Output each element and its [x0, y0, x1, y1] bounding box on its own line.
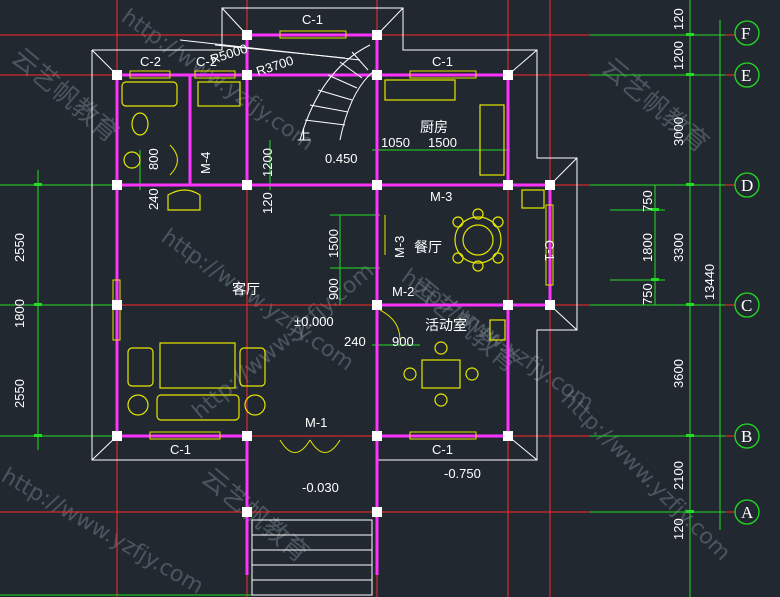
sofa — [156, 394, 240, 421]
axis-label-d: D — [741, 176, 753, 195]
door-code: M-4 — [198, 152, 213, 174]
cabinet — [521, 189, 545, 209]
cabinet — [489, 319, 506, 341]
watermark-url: http://www.yzfjy.com — [556, 387, 735, 566]
axis-label-c: C — [741, 296, 752, 315]
dim-label: 1500 — [326, 229, 341, 258]
window-code: C-1 — [302, 12, 323, 27]
level-floor: ±0.000 — [294, 314, 334, 329]
dim-label: 120 — [671, 518, 686, 540]
dim-label: 240 — [146, 188, 161, 210]
dim-label: 2550 — [12, 379, 27, 408]
dim-label: 750 — [640, 190, 655, 212]
watermark-brand: 云艺帆教育 — [596, 52, 715, 159]
dim-label: 750 — [640, 283, 655, 305]
door-code: M-3 — [392, 236, 407, 258]
kitchen-counter — [384, 79, 456, 101]
dim-label: 2550 — [12, 233, 27, 262]
level-outside: -0.750 — [444, 466, 481, 481]
dimension-ticks — [34, 33, 694, 513]
watermark-brand: 云艺帆教育 — [6, 42, 125, 149]
window-code: C-2 — [196, 54, 217, 69]
activity-table — [421, 359, 461, 389]
dim-label: 1200 — [260, 148, 275, 177]
room-label-dining: 餐厅 — [414, 240, 442, 256]
columns — [112, 30, 555, 517]
window-code: C-2 — [140, 54, 161, 69]
dim-label: 240 — [344, 334, 366, 349]
radius-label: R5000 — [208, 41, 249, 67]
chair — [167, 189, 201, 211]
dim-label: 900 — [392, 334, 414, 349]
dimension-lines — [0, 0, 725, 597]
axis-label-e: E — [741, 66, 751, 85]
dim-label: 1500 — [428, 135, 457, 150]
dim-label: 1050 — [381, 135, 410, 150]
vanity — [197, 81, 241, 107]
dim-label: 1800 — [12, 299, 27, 328]
room-label-living: 客厅 — [232, 281, 260, 298]
windows — [112, 30, 554, 440]
window-code: C-1 — [432, 54, 453, 69]
armchair — [239, 347, 266, 387]
dim-label: 800 — [146, 148, 161, 170]
window-code: C-1 — [542, 240, 557, 261]
door-code: M-1 — [305, 415, 327, 430]
furniture — [121, 79, 545, 421]
stair-up-label: 上 — [297, 128, 311, 144]
axis-label-b: B — [741, 427, 752, 446]
dim-label: 1200 — [671, 41, 686, 70]
kitchen-counter — [479, 104, 505, 176]
dim-label: 3000 — [671, 117, 686, 146]
side-table — [127, 394, 149, 416]
window-code: C-1 — [432, 442, 453, 457]
axis-label-a: A — [741, 503, 754, 522]
dim-label: 3600 — [671, 359, 686, 388]
door-swings — [169, 144, 401, 453]
side-table — [244, 394, 266, 416]
window-code: C-1 — [170, 442, 191, 457]
basin — [123, 151, 141, 169]
level-porch: -0.030 — [302, 480, 339, 495]
dim-label: 1800 — [640, 233, 655, 262]
room-label-activity: 活动室 — [425, 317, 467, 334]
door-code: M-2 — [392, 284, 414, 299]
watermark-url: http://www.yzfjy.com — [0, 464, 208, 597]
armchair — [127, 347, 154, 387]
bathtub — [121, 81, 178, 107]
toilet — [131, 112, 149, 136]
dining-table — [454, 216, 502, 264]
rug — [159, 342, 236, 389]
dim-label: 900 — [326, 278, 341, 300]
axis-label-f: F — [741, 24, 750, 43]
dim-label: 2100 — [671, 461, 686, 490]
front-steps — [251, 519, 373, 596]
dim-label: 120 — [260, 192, 275, 214]
dining-table-top — [462, 224, 494, 256]
level-stair: 0.450 — [325, 151, 358, 166]
watermark-url: http://www.yzfjy.com — [117, 4, 319, 156]
axis-bubbles — [734, 20, 760, 525]
dim-label: 120 — [671, 8, 686, 30]
dim-label-total: 13440 — [702, 264, 717, 300]
watermark: http://www.yzfjy.com http://www.yzfjy.co… — [0, 4, 735, 597]
spiral-stair — [179, 39, 376, 141]
door-code: M-3 — [430, 189, 452, 204]
watermark-brand: 云艺帆教育 — [196, 462, 315, 569]
room-label-kitchen: 厨房 — [420, 120, 448, 136]
dim-label: 3300 — [671, 233, 686, 262]
